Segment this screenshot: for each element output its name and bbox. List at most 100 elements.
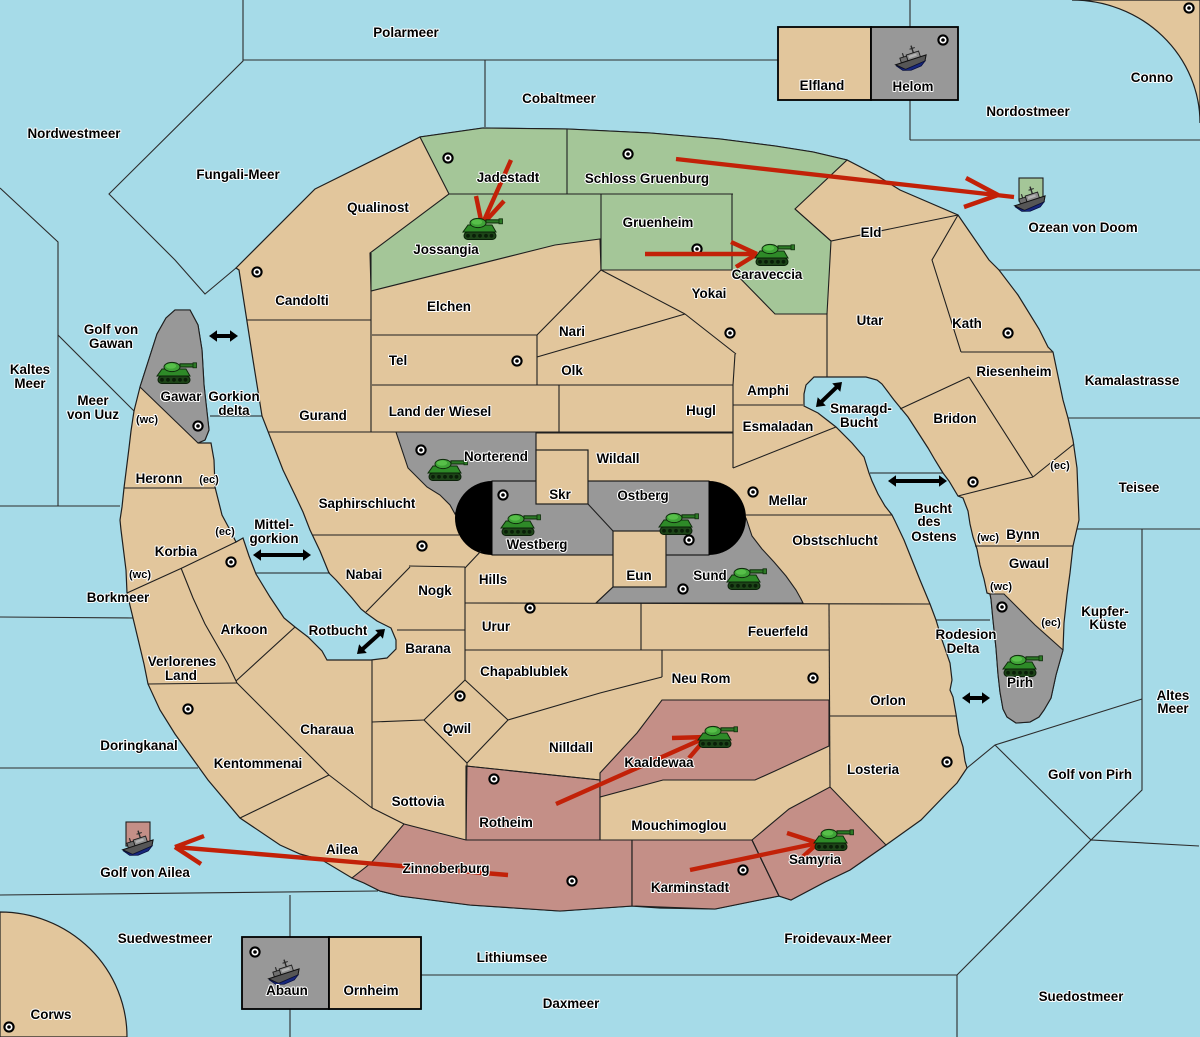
- svg-text:Suedostmeer: Suedostmeer: [1039, 989, 1125, 1004]
- svg-text:Jadestadt: Jadestadt: [477, 170, 540, 185]
- svg-text:Gruenheim: Gruenheim: [623, 215, 694, 230]
- svg-text:Barana: Barana: [405, 641, 451, 656]
- svg-text:Urur: Urur: [482, 619, 511, 634]
- svg-text:Charaua: Charaua: [300, 722, 354, 737]
- svg-text:Teisee: Teisee: [1119, 480, 1160, 495]
- svg-text:Candolti: Candolti: [275, 293, 329, 308]
- svg-text:Land der Wiesel: Land der Wiesel: [389, 404, 492, 419]
- svg-text:des: des: [917, 514, 940, 529]
- svg-text:Bynn: Bynn: [1006, 527, 1039, 542]
- svg-text:Pirh: Pirh: [1007, 675, 1033, 690]
- svg-text:Land: Land: [165, 668, 197, 683]
- svg-text:Westberg: Westberg: [507, 537, 568, 552]
- svg-text:Zinnoberburg: Zinnoberburg: [402, 861, 489, 876]
- svg-text:Nordwestmeer: Nordwestmeer: [27, 126, 121, 141]
- svg-text:Meer: Meer: [77, 393, 109, 408]
- svg-text:Rotheim: Rotheim: [479, 815, 533, 830]
- svg-text:Ornheim: Ornheim: [343, 983, 398, 998]
- svg-text:Caraveccia: Caraveccia: [732, 267, 803, 282]
- svg-text:Lithiumsee: Lithiumsee: [477, 950, 548, 965]
- svg-text:(wc): (wc): [136, 414, 158, 426]
- svg-text:Neu Rom: Neu Rom: [672, 671, 731, 686]
- svg-text:Amphi: Amphi: [747, 383, 789, 398]
- svg-text:Kath: Kath: [952, 316, 982, 331]
- svg-text:Norterend: Norterend: [464, 449, 528, 464]
- svg-text:Golf von: Golf von: [84, 322, 138, 337]
- svg-text:Skr: Skr: [549, 487, 571, 502]
- svg-text:Chapablublek: Chapablublek: [480, 664, 568, 679]
- svg-text:Bucht: Bucht: [914, 501, 952, 516]
- svg-text:Bucht: Bucht: [840, 415, 878, 430]
- svg-text:Nabai: Nabai: [346, 567, 382, 582]
- svg-text:Arkoon: Arkoon: [221, 622, 268, 637]
- svg-text:Helom: Helom: [893, 79, 934, 94]
- svg-text:Karminstadt: Karminstadt: [651, 880, 730, 895]
- svg-text:Losteria: Losteria: [847, 762, 900, 777]
- svg-text:Gawan: Gawan: [89, 336, 133, 351]
- svg-text:Utar: Utar: [857, 313, 885, 328]
- svg-text:Conno: Conno: [1131, 70, 1173, 85]
- svg-text:Froidevaux-Meer: Froidevaux-Meer: [784, 931, 892, 946]
- svg-text:Ailea: Ailea: [326, 842, 359, 857]
- svg-text:Golf von Ailea: Golf von Ailea: [100, 865, 190, 880]
- svg-text:Tel: Tel: [389, 353, 407, 368]
- svg-text:Mittel-: Mittel-: [254, 517, 293, 532]
- svg-text:von Uuz: von Uuz: [67, 407, 119, 422]
- svg-text:Suedwestmeer: Suedwestmeer: [118, 931, 213, 946]
- svg-text:Abaun: Abaun: [266, 983, 308, 998]
- svg-text:Kaaldewaa: Kaaldewaa: [624, 755, 694, 770]
- svg-text:Qualinost: Qualinost: [347, 200, 409, 215]
- svg-text:Ostens: Ostens: [911, 529, 956, 544]
- svg-text:Kentommenai: Kentommenai: [214, 756, 303, 771]
- svg-text:Yokai: Yokai: [692, 286, 727, 301]
- svg-text:Obstschlucht: Obstschlucht: [792, 533, 878, 548]
- svg-text:Delta: Delta: [947, 641, 980, 656]
- svg-text:Gwaul: Gwaul: [1009, 556, 1049, 571]
- svg-text:Meer: Meer: [14, 376, 46, 391]
- svg-text:Golf von Pirh: Golf von Pirh: [1048, 767, 1132, 782]
- svg-text:Mouchimoglou: Mouchimoglou: [631, 818, 726, 833]
- svg-text:Mellar: Mellar: [769, 493, 808, 508]
- svg-text:Rodesion: Rodesion: [935, 627, 996, 642]
- svg-text:Riesenheim: Riesenheim: [976, 364, 1051, 379]
- svg-text:Eld: Eld: [861, 225, 882, 240]
- svg-text:Nordostmeer: Nordostmeer: [986, 104, 1070, 119]
- svg-text:Orlon: Orlon: [870, 693, 906, 708]
- svg-text:Rotbucht: Rotbucht: [309, 623, 368, 638]
- svg-text:Gorkion: Gorkion: [208, 389, 259, 404]
- svg-text:gorkion: gorkion: [249, 531, 298, 546]
- svg-text:Eun: Eun: [626, 568, 651, 583]
- svg-text:Nogk: Nogk: [418, 583, 452, 598]
- svg-text:Jossangia: Jossangia: [413, 242, 479, 257]
- svg-text:Daxmeer: Daxmeer: [543, 996, 600, 1011]
- svg-text:Doringkanal: Doringkanal: [100, 738, 177, 753]
- svg-text:Elfland: Elfland: [800, 78, 845, 93]
- svg-text:Qwil: Qwil: [443, 721, 471, 736]
- svg-text:Heronn: Heronn: [136, 471, 183, 486]
- svg-text:Borkmeer: Borkmeer: [87, 590, 150, 605]
- svg-text:Esmaladan: Esmaladan: [743, 419, 814, 434]
- svg-text:Bridon: Bridon: [933, 411, 976, 426]
- svg-text:(ec): (ec): [215, 526, 235, 538]
- svg-text:Gawar: Gawar: [161, 389, 203, 404]
- svg-text:(ec): (ec): [199, 474, 219, 486]
- svg-text:Kupfer-: Kupfer-: [1081, 604, 1129, 619]
- svg-text:Saphirschlucht: Saphirschlucht: [319, 496, 416, 511]
- svg-text:Feuerfeld: Feuerfeld: [748, 624, 808, 639]
- svg-text:Verlorenes: Verlorenes: [148, 654, 216, 669]
- svg-text:Nilldall: Nilldall: [549, 740, 593, 755]
- svg-text:Korbia: Korbia: [155, 544, 198, 559]
- svg-text:(wc): (wc): [129, 569, 151, 581]
- svg-text:Hills: Hills: [479, 572, 507, 587]
- svg-text:delta: delta: [218, 403, 250, 418]
- svg-text:Ozean von Doom: Ozean von Doom: [1028, 220, 1137, 235]
- svg-text:Altes: Altes: [1157, 688, 1190, 703]
- svg-text:Meer: Meer: [1157, 701, 1189, 716]
- svg-text:Corws: Corws: [31, 1007, 72, 1022]
- svg-text:Nari: Nari: [559, 324, 585, 339]
- svg-text:Gurand: Gurand: [299, 408, 347, 423]
- svg-text:(wc): (wc): [977, 532, 999, 544]
- svg-text:Polarmeer: Polarmeer: [373, 25, 439, 40]
- svg-text:Schloss Gruenburg: Schloss Gruenburg: [585, 171, 709, 186]
- svg-text:Smaragd-: Smaragd-: [830, 401, 892, 416]
